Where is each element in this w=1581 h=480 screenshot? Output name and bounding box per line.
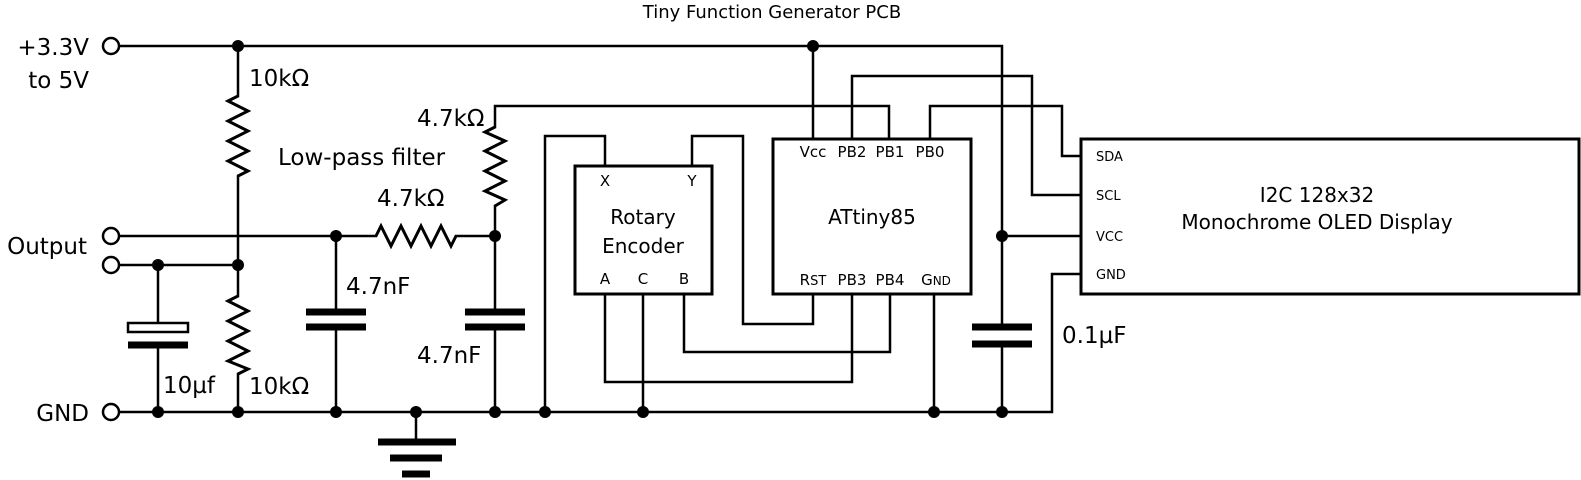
junction-dot: [807, 40, 819, 52]
electrolytic-capacitor-plus-plate: [126, 321, 190, 334]
resistor-pullup: [481, 125, 509, 208]
pb2-scl-wire: [850, 74, 1083, 197]
attiny85-box: [771, 137, 973, 296]
filter-cap2-label: 4.7nF: [417, 343, 481, 369]
encoder-pin-x: X: [600, 172, 610, 190]
junction-dot: [232, 259, 244, 271]
junction-dot: [232, 40, 244, 52]
gnd-label: GND: [36, 401, 89, 427]
junction-dot: [232, 406, 244, 418]
encoder-pin-a: A: [600, 270, 611, 288]
mcu-pin-pb4: PB4: [876, 271, 905, 289]
electrolytic-cap-label: 10µf: [163, 373, 216, 399]
resistor-top-label: 10kΩ: [249, 66, 309, 92]
ground-icon: [378, 438, 456, 478]
mcu-pin-vcc: Vcc: [800, 143, 827, 161]
oled-display-box: [1079, 137, 1581, 296]
resistor-pullup-label: 4.7kΩ: [417, 106, 484, 132]
junction-dot: [928, 406, 940, 418]
encoder-name-line1: Rotary: [610, 205, 676, 229]
junction-dot: [330, 230, 342, 242]
diagram-title: Tiny Function Generator PCB: [642, 2, 901, 23]
pb1-wire: [493, 104, 891, 141]
junction-dot: [996, 230, 1008, 242]
low-pass-filter-label: Low-pass filter: [278, 145, 446, 171]
display-pin-sda: SDA: [1096, 150, 1123, 165]
resistor-bottom-label: 10kΩ: [249, 374, 309, 400]
rotary-encoder-box: [573, 164, 714, 296]
mcu-pin-pb3: PB3: [838, 271, 867, 289]
mcu-pin-rst: RST: [800, 271, 827, 289]
pb0-sda-wire: [928, 104, 1083, 158]
supply-label: +3.3V: [17, 35, 89, 61]
junction-dot: [637, 406, 649, 418]
encoder-x-wire: [543, 134, 607, 414]
output-label: Output: [7, 234, 87, 260]
resistor-filter: [374, 222, 458, 250]
junction-dot: [152, 259, 164, 271]
supply-rail-wire: [117, 44, 1004, 238]
junction-dot: [330, 406, 342, 418]
junction-dot: [152, 406, 164, 418]
encoder-name-line2: Encoder: [602, 234, 685, 258]
filter-cap1-label: 4.7nF: [346, 274, 410, 300]
junction-dot: [539, 406, 551, 418]
display-pin-gnd: GND: [1096, 268, 1126, 283]
display-name-line2: Monochrome OLED Display: [1181, 210, 1452, 234]
mcu-name: ATtiny85: [828, 205, 916, 229]
mcu-pin-gnd: GND: [921, 271, 951, 289]
resistor-filter-label: 4.7kΩ: [377, 186, 444, 212]
resistor-top: [224, 94, 252, 178]
display-pin-vcc: VCC: [1096, 230, 1123, 245]
mcu-pin-pb1: PB1: [876, 143, 905, 161]
decoupling-cap-label: 0.1µF: [1062, 323, 1126, 349]
junction-dot: [489, 406, 501, 418]
output-terminal-bottom: [101, 255, 121, 275]
resistor-bottom: [224, 294, 252, 376]
junction-dot: [996, 406, 1008, 418]
mcu-pin-pb0: PB0: [916, 143, 945, 161]
display-pin-scl: SCL: [1096, 189, 1121, 204]
encoder-b-pb4-wire: [682, 292, 892, 354]
encoder-pin-y: Y: [686, 172, 697, 190]
display-name-line1: I2C 128x32: [1260, 183, 1374, 207]
encoder-pin-c: C: [638, 270, 648, 288]
junction-dots: [152, 40, 1008, 418]
supply-terminal: [101, 36, 121, 56]
wires: [117, 44, 1083, 442]
encoder-pin-b: B: [679, 270, 689, 288]
mcu-pin-pb2: PB2: [838, 143, 867, 161]
junction-dot: [489, 230, 501, 242]
encoder-a-pb3-wire: [603, 292, 854, 384]
supply-range-label: to 5V: [28, 68, 89, 94]
gnd-rail-wire: [117, 272, 1083, 414]
encoder-y-reset-wire: [690, 134, 815, 326]
junction-dot: [410, 406, 422, 418]
gnd-terminal: [101, 402, 121, 422]
output-terminal-top: [101, 226, 121, 246]
